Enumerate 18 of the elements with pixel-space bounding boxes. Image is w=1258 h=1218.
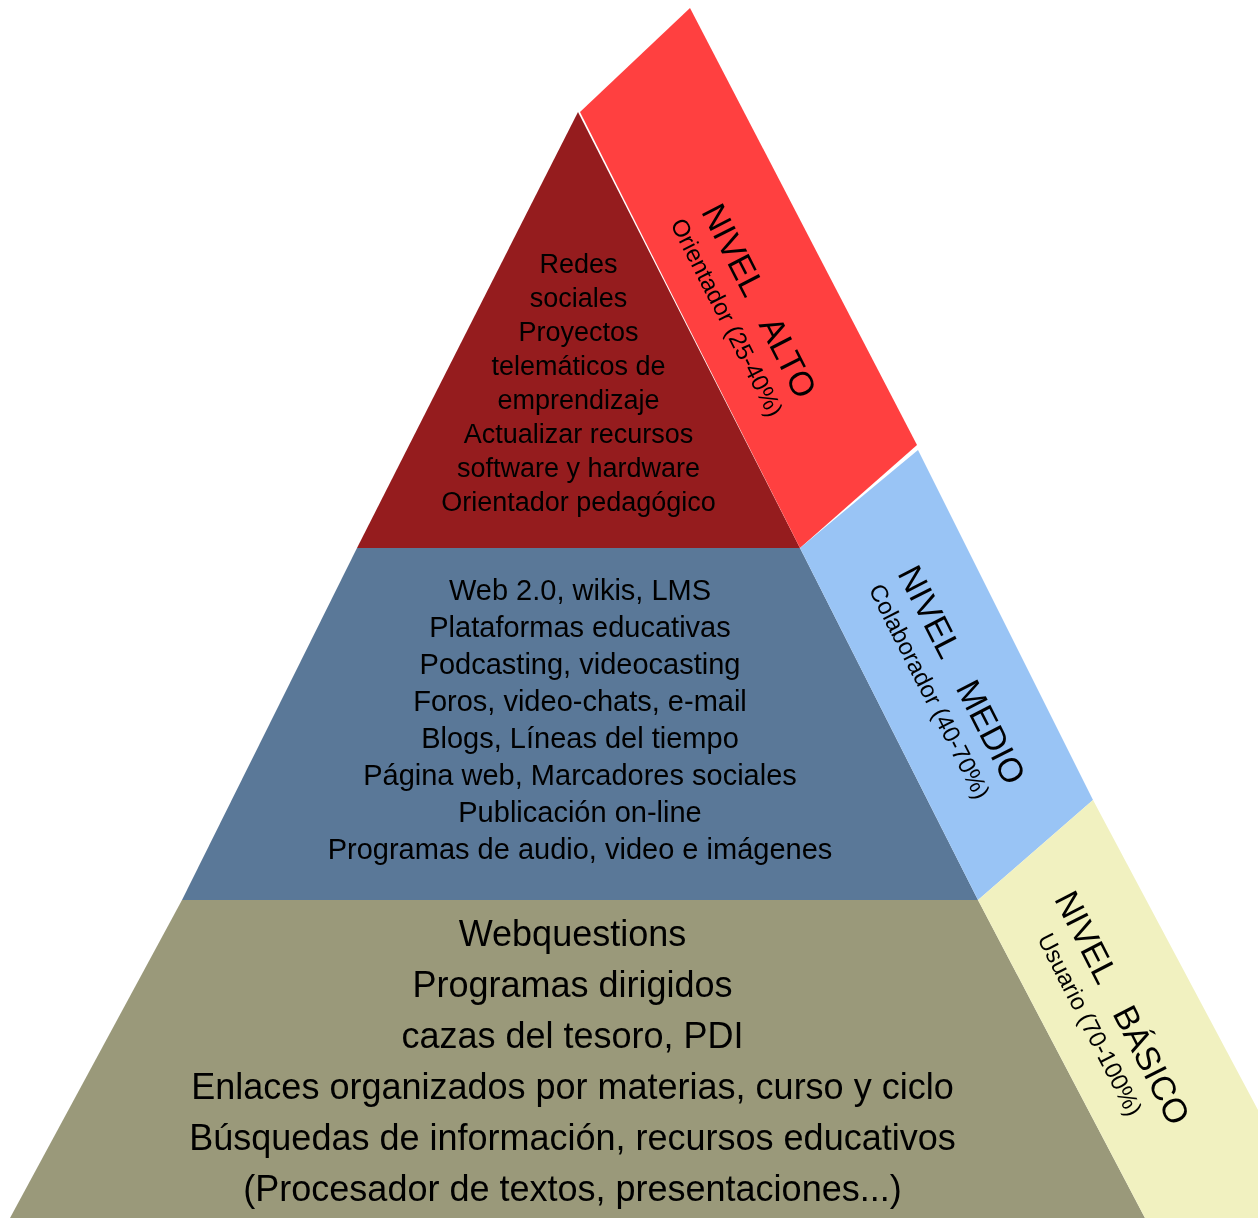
tier-text: Publicación on-line — [458, 795, 702, 830]
tier-text: Podcasting, videocasting — [419, 647, 741, 682]
tier-text: Redes sociales — [528, 248, 629, 315]
tier-text: Blogs, Líneas del tiempo — [421, 721, 739, 756]
tier-text: Programas de audio, video e imágenes — [327, 832, 833, 867]
tier-text: Proyectos telemáticos de emprendizaje — [490, 316, 667, 417]
tier-text: cazas del tesoro, PDI — [401, 1014, 744, 1058]
tier-text: Orientador pedagógico — [440, 486, 717, 519]
tier-text: Actualizar recursos software y hardware — [455, 418, 702, 485]
tier-text: Foros, video-chats, e-mail — [413, 684, 747, 719]
tier-text: Plataformas educativas — [429, 610, 731, 645]
tier-text: (Procesador de textos, presentaciones...) — [243, 1167, 902, 1211]
tier-text: Enlaces organizados por materias, curso y ciclo — [191, 1065, 954, 1109]
tier-text: Programas dirigidos — [412, 963, 733, 1007]
tier-text: Webquestions — [458, 912, 687, 956]
tier-text: Búsquedas de información, recursos educativos — [189, 1116, 956, 1160]
tier-text: Página web, Marcadores sociales — [363, 758, 797, 793]
tier-text: Web 2.0, wikis, LMS — [448, 573, 712, 608]
